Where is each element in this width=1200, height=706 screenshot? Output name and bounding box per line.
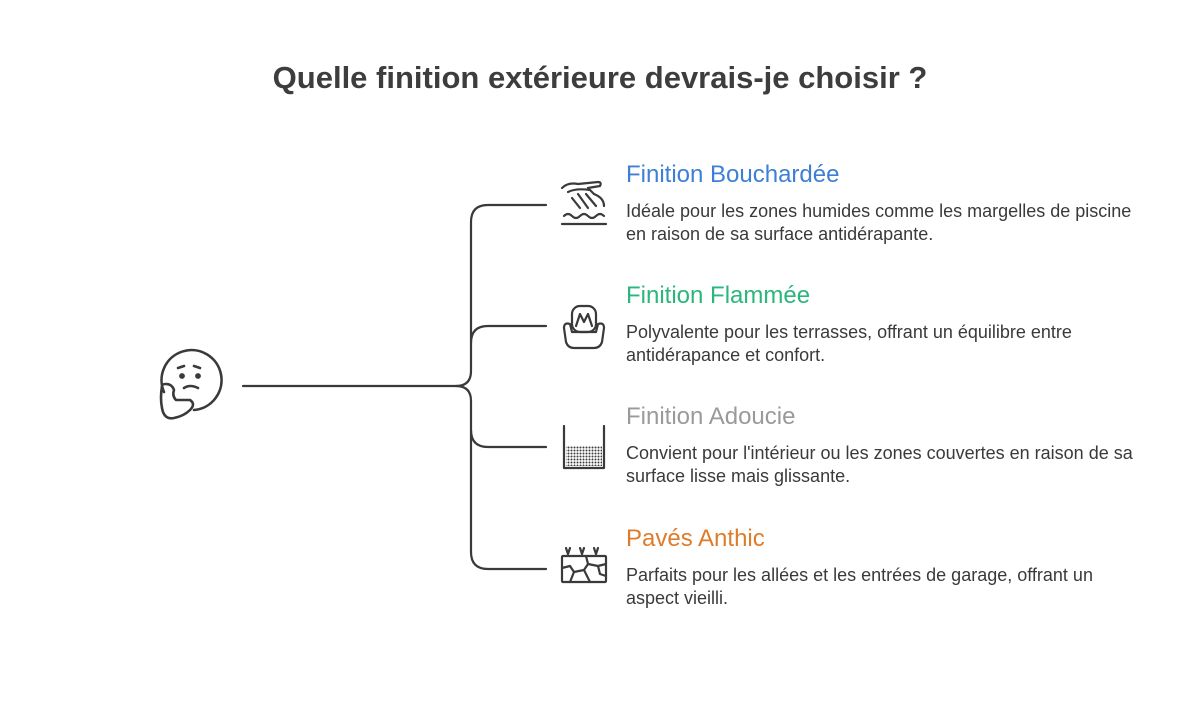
paving-stones-icon: [558, 544, 610, 596]
branch-line-4: [469, 428, 548, 571]
option-title: Finition Flammée: [626, 282, 811, 309]
page-title: Quelle finition extérieure devrais-je ch…: [272, 60, 928, 95]
option-title: Pavés Anthic: [626, 525, 765, 552]
branch-line-1: [454, 203, 548, 388]
option-finition-flammee: Finition Flammée Polyvalente pour les te…: [626, 281, 1146, 367]
option-title: Finition Adoucie: [626, 403, 796, 430]
thinking-face-icon: [152, 346, 228, 426]
option-description: Convient pour l'intérieur ou les zones c…: [626, 443, 1133, 486]
option-title: Finition Bouchardée: [626, 161, 840, 188]
option-finition-adoucie: Finition Adoucie Convient pour l'intérie…: [626, 402, 1146, 488]
option-finition-bouchardee: Finition Bouchardée Idéale pour les zone…: [626, 160, 1146, 246]
branch-line-2: [469, 324, 548, 345]
option-description: Idéale pour les zones humides comme les …: [626, 201, 1132, 244]
smooth-surface-icon: [558, 422, 610, 474]
option-paves-anthic: Pavés Anthic Parfaits pour les allées et…: [626, 524, 1146, 610]
branch-line-3: [454, 384, 548, 449]
cushioned-seat-icon: [558, 302, 610, 354]
option-description: Polyvalente pour les terrasses, offrant …: [626, 322, 1072, 365]
option-description: Parfaits pour les allées et les entrées …: [626, 565, 1093, 608]
hand-texture-icon: [558, 180, 610, 232]
